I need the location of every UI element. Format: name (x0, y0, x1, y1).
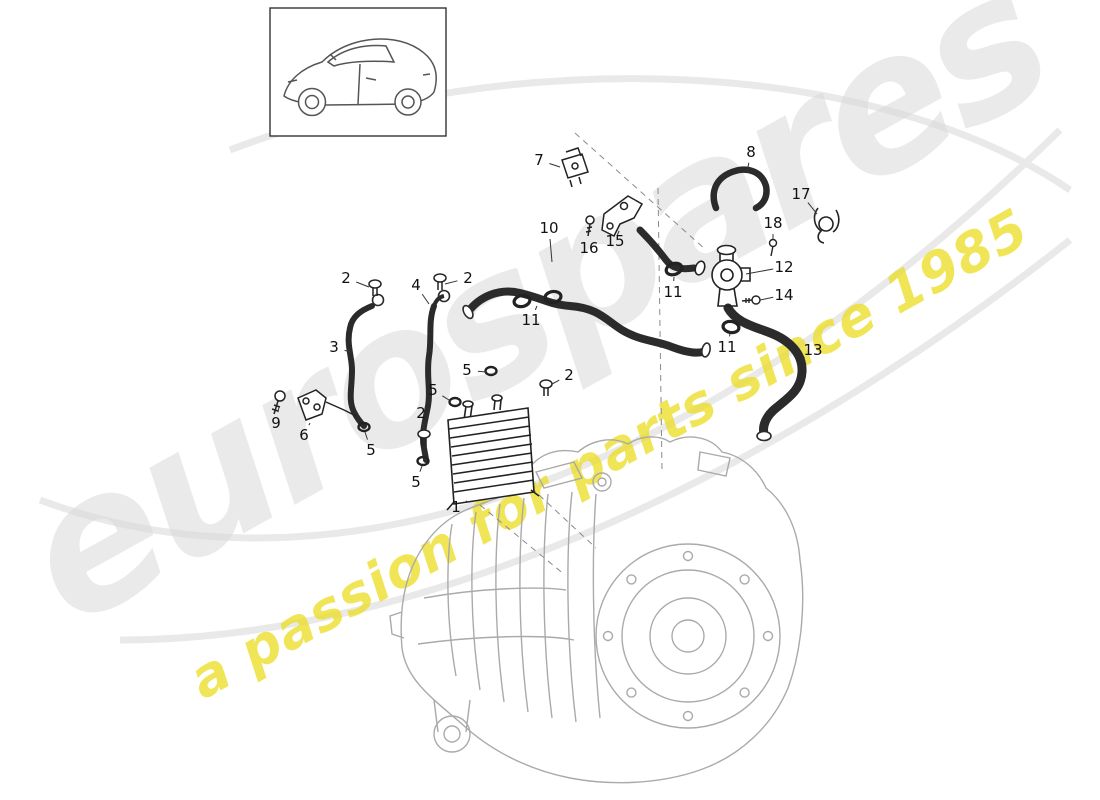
part-label-18[interactable]: 18 (763, 214, 782, 232)
sensor-part-7 (561, 147, 589, 188)
clamps-part-5 (357, 365, 498, 467)
part-leader-line-2 (356, 281, 370, 288)
part-leader-line-5 (364, 431, 368, 440)
part-leader-line-11 (729, 333, 731, 337)
hose-part-4 (419, 289, 451, 463)
part-label-11[interactable]: 11 (663, 283, 682, 301)
part-label-11[interactable]: 11 (521, 311, 540, 329)
dashed-guides (479, 132, 707, 576)
part-label-2[interactable]: 2 (564, 366, 574, 384)
part-leader-line-2 (444, 280, 458, 285)
part-leader-line-2 (551, 379, 560, 385)
part-label-17[interactable]: 17 (791, 185, 810, 203)
part-label-15[interactable]: 15 (605, 232, 624, 250)
svg-text:eurospares: eurospares (0, 0, 1080, 668)
watermark-brand: eurospares (0, 0, 1080, 668)
part-leader-line-5 (419, 465, 423, 472)
part-leader-line-1 (465, 500, 468, 503)
screw-part-9 (271, 390, 286, 415)
part-label-2[interactable]: 2 (463, 269, 473, 287)
part-leader-line-7 (549, 163, 561, 168)
part-leader-line-9 (277, 406, 280, 413)
part-leader-line-15 (616, 230, 620, 237)
hose-part-13 (723, 303, 807, 442)
part-label-11[interactable]: 11 (717, 338, 736, 356)
part-label-9[interactable]: 9 (271, 414, 281, 432)
part-label-2[interactable]: 2 (341, 269, 351, 287)
part-leader-line-10 (549, 238, 553, 263)
part-leader-line-2 (422, 423, 425, 431)
car-illustration (283, 38, 437, 117)
valve-part-12 (694, 244, 751, 307)
hose-part-8 (710, 166, 770, 212)
screws-part-2 (368, 273, 553, 446)
part-label-3[interactable]: 3 (329, 338, 339, 356)
clamps-part-11 (512, 261, 741, 335)
part-label-5[interactable]: 5 (411, 473, 421, 491)
part-label-10[interactable]: 10 (539, 219, 558, 237)
bracket-part-6 (297, 389, 357, 421)
part-label-5[interactable]: 5 (366, 441, 376, 459)
part-leader-line-17 (807, 202, 818, 215)
part-label-13[interactable]: 13 (803, 341, 822, 359)
screw-part-16 (585, 215, 595, 237)
part-label-8[interactable]: 8 (746, 143, 756, 161)
bracket-part-15 (601, 195, 644, 238)
part-label-1[interactable]: 1 (451, 498, 461, 516)
part-label-4[interactable]: 4 (411, 276, 421, 294)
oil-cooler-part-1 (446, 394, 540, 511)
part-label-14[interactable]: 14 (774, 286, 793, 304)
part-leader-line-14 (759, 296, 774, 301)
part-leader-line-6 (308, 422, 311, 426)
part-leader-line-5 (477, 370, 487, 373)
part-leader-line-5 (442, 395, 450, 401)
hose-part-3 (345, 293, 385, 429)
part-leader-line-13 (799, 356, 805, 362)
part-label-16[interactable]: 16 (579, 239, 598, 257)
transmission-drawing (389, 436, 804, 784)
part-label-6[interactable]: 6 (299, 426, 309, 444)
screw-part-18 (768, 238, 778, 257)
part-leader-line-11 (534, 305, 538, 311)
car-thumbnail (269, 7, 447, 137)
part-leader-line-3 (344, 349, 351, 353)
part-leader-line-12 (745, 268, 774, 275)
part-label-12[interactable]: 12 (774, 258, 793, 276)
part-leader-line-8 (746, 162, 750, 173)
hose-part-10 (462, 287, 711, 358)
part-label-7[interactable]: 7 (534, 151, 544, 169)
part-label-5[interactable]: 5 (428, 381, 438, 399)
part-label-2[interactable]: 2 (416, 404, 426, 422)
part-leader-line-4 (421, 293, 430, 305)
part-label-5[interactable]: 5 (462, 361, 472, 379)
clip-part-17 (813, 207, 840, 244)
